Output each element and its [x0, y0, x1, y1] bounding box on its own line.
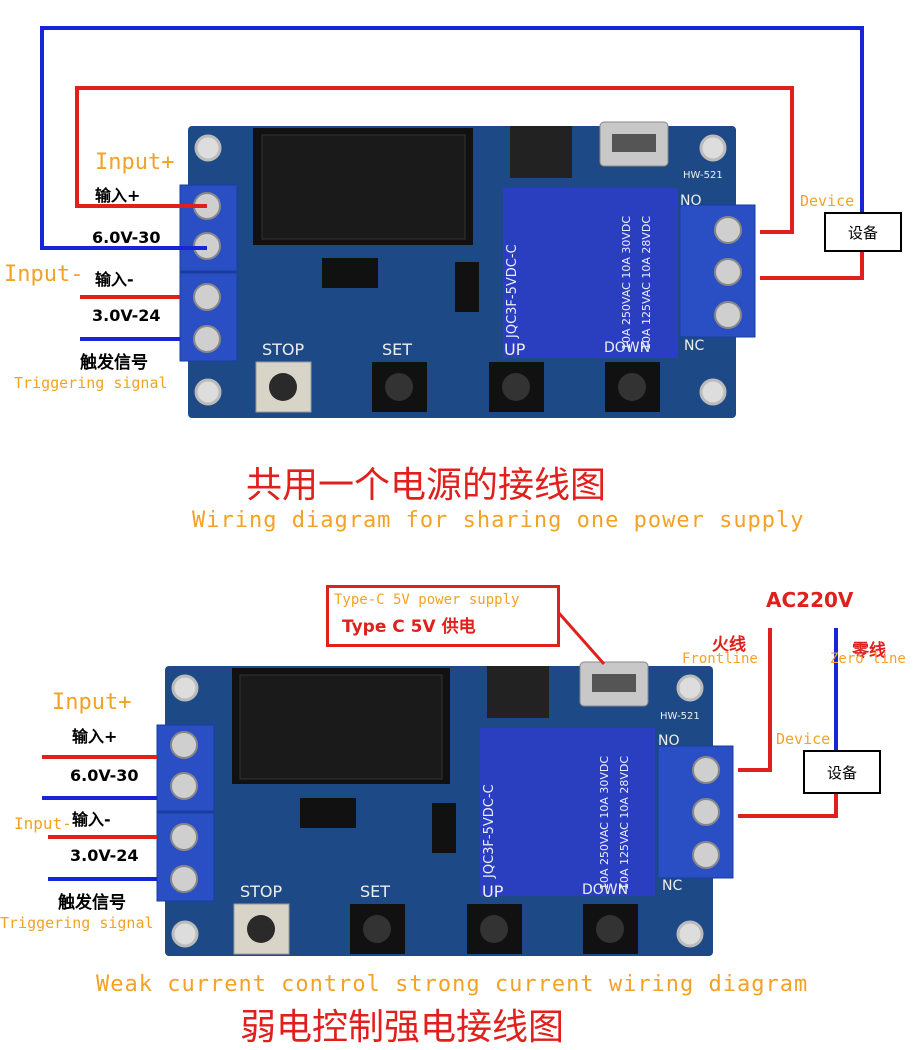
d1-range-2: 3.0V-24 [92, 306, 161, 325]
d2-trigger-cn: 触发信号 [58, 893, 126, 913]
d1-device-en: Device [800, 192, 855, 210]
d2-title-cn: 弱电控制强电接线图 [240, 1007, 565, 1048]
d2-btn-down-label: DOWN [582, 882, 629, 898]
d2-board-model: HW-521 [660, 711, 700, 722]
d2-zero-cn: 零线 [852, 641, 886, 661]
d2-typec-en: Type-C 5V power supply [334, 592, 520, 608]
d2-zero-en: Zero line [830, 651, 906, 667]
d1-relay-label: JQC3F-5VDC-C [505, 244, 520, 338]
d2-fire-en: Frontline [682, 651, 758, 667]
d2-title-en: Weak current control strong current wiri… [96, 972, 809, 997]
d1-input-minus-cn: 输入- [95, 270, 134, 289]
d2-relay-no: NO [658, 733, 680, 749]
d1-trigger-cn: 触发信号 [80, 353, 148, 373]
board-1 [179, 121, 756, 418]
d1-device-box: 设备 [824, 212, 902, 252]
d1-range-1: 6.0V-30 [92, 228, 161, 247]
d1-board-model: HW-521 [683, 170, 723, 181]
d2-ac-label: AC220V [766, 588, 854, 612]
d1-btn-stop-label: STOP [262, 340, 305, 359]
d2-range-2: 3.0V-24 [70, 846, 139, 865]
d1-title-cn: 共用一个电源的接线图 [246, 465, 607, 506]
d1-trigger-en: Triggering signal [14, 374, 168, 392]
d2-relay-label: JQC3F-5VDC-C [482, 784, 497, 878]
d1-title-en: Wiring diagram for sharing one power sup… [192, 508, 805, 533]
d2-input-minus-cn: 输入- [72, 810, 111, 829]
d1-input-plus-en: Input+ [95, 150, 175, 175]
d1-input-minus-en: Input- [4, 262, 84, 287]
d1-relay-no: NO [680, 193, 702, 209]
board-2 [156, 661, 734, 956]
d2-device-en: Device [776, 730, 831, 748]
d1-relay-nc: NC [684, 338, 705, 354]
d1-relay-spec-1: 10A 250VAC 10A 30VDC [620, 215, 633, 350]
d2-relay-spec-1: 10A 250VAC 10A 30VDC [598, 755, 611, 890]
d1-relay-spec-2: 10A 125VAC 10A 28VDC [640, 215, 653, 350]
wires-2 [42, 611, 838, 881]
d2-relay-nc: NC [662, 878, 683, 894]
d1-input-plus-cn: 输入+ [95, 186, 141, 205]
d1-btn-down-label: DOWN [604, 340, 651, 356]
d1-btn-up-label: UP [504, 340, 526, 359]
d2-btn-up-label: UP [482, 882, 504, 901]
d2-typec-cn: Type C 5V 供电 [342, 617, 476, 637]
d2-relay-spec-2: 10A 125VAC 10A 28VDC [618, 755, 631, 890]
d2-fire-cn: 火线 [712, 635, 746, 655]
d2-trigger-en: Triggering signal [0, 914, 154, 932]
d2-input-plus-en: Input+ [52, 690, 132, 715]
d2-input-minus-en: Input- [14, 814, 72, 833]
d1-btn-set-label: SET [382, 340, 413, 359]
d2-btn-set-label: SET [360, 882, 391, 901]
d2-input-plus-cn: 输入+ [72, 727, 118, 746]
d2-btn-stop-label: STOP [240, 882, 283, 901]
d2-typec-box [326, 585, 560, 647]
d2-device-box: 设备 [803, 750, 881, 794]
wires-1 [40, 26, 864, 341]
d2-range-1: 6.0V-30 [70, 766, 139, 785]
